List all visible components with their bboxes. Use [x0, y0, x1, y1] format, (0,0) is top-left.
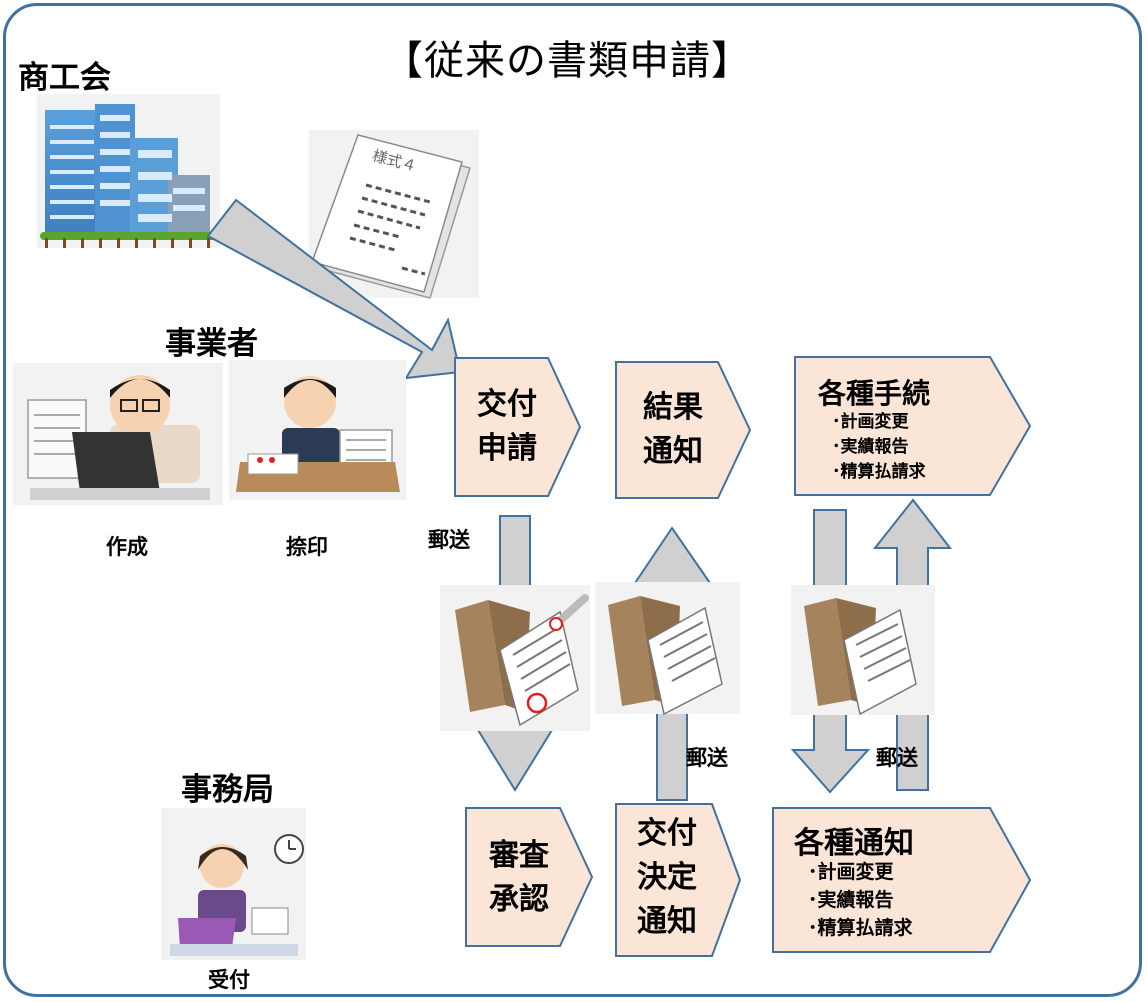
mail-label-apply: 郵送 [428, 528, 470, 552]
secretariat-worker-illustration [161, 808, 306, 960]
step-decision-text: 交付決定通知 [637, 816, 697, 939]
actor-secretariat-label: 事務局 [181, 772, 274, 808]
step-procedures-title: 各種手続 [818, 377, 931, 410]
step-result-text: 結果通知 [643, 390, 703, 469]
chevron-result [615, 361, 752, 499]
diagonal-flow-arrow [206, 198, 462, 380]
envelope-stamped-icon [440, 585, 590, 731]
mail-label-procedures: 郵送 [876, 746, 918, 770]
worker-stamping-illustration [229, 360, 406, 500]
step-notices-title: 各種通知 [794, 826, 914, 861]
worker-at-laptop-illustration [13, 363, 223, 505]
envelope-icon-procedures [791, 585, 935, 716]
step-review-text: 審査承認 [489, 838, 549, 917]
chevron-procedures [794, 356, 1032, 496]
step-procedures-list: ･計画変更 ･実績報告 ･精算払請求 [832, 412, 926, 482]
office-building-icon [37, 94, 220, 248]
chevron-apply [454, 357, 582, 497]
envelope-icon-result [595, 582, 740, 716]
form-document-icon [309, 130, 479, 299]
caption-receive: 受付 [208, 968, 250, 992]
chevron-review [465, 807, 594, 947]
mail-label-result: 郵送 [686, 746, 728, 770]
chevron-notices [772, 807, 1032, 953]
actor-business-label: 事業者 [165, 326, 258, 362]
page-title: 【従来の書類申請】 [383, 38, 752, 84]
step-notices-list: ･計画変更 ･実績報告 ･精算払請求 [808, 861, 913, 939]
caption-create: 作成 [106, 535, 148, 559]
step-apply-text: 交付申請 [477, 387, 537, 466]
chevron-decision [615, 803, 742, 957]
actor-chamber-label: 商工会 [18, 60, 111, 96]
caption-stamp: 捺印 [286, 535, 328, 559]
